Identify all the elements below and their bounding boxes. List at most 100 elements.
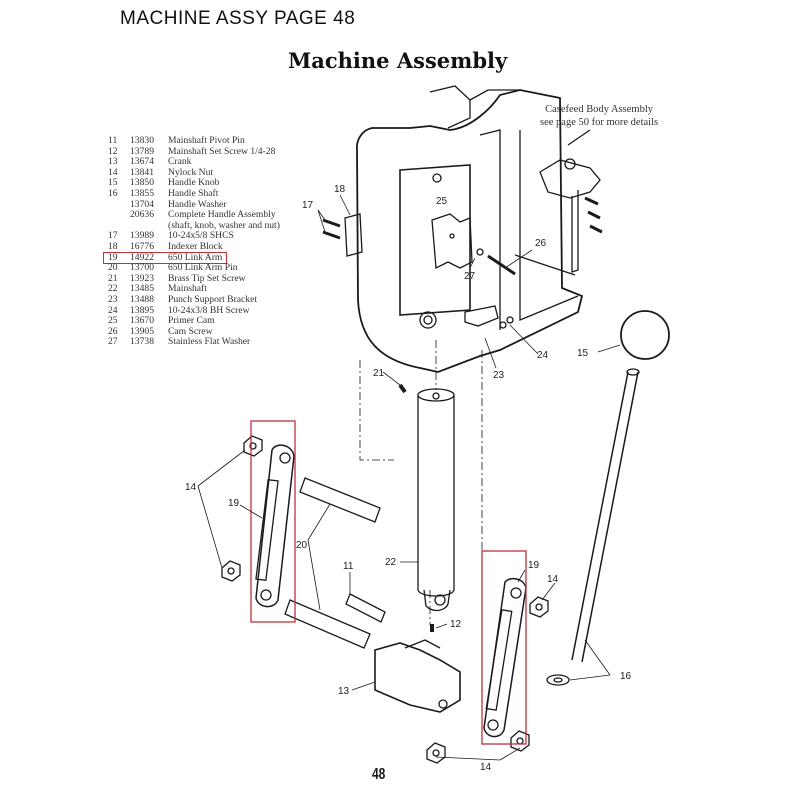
nylock-nuts-right [426,596,549,764]
part-description: (shaft, knob, washer and nut) [168,219,280,231]
link-arm-pins [284,477,381,649]
part-description: Brass Tip Set Screw [168,272,246,284]
part-number: 13704 [130,198,154,210]
part-number: 13855 [130,187,154,199]
part-number: 13674 [130,156,154,168]
highlight-box-left [250,420,296,623]
parts-row: 27 13738 Stainless Flat Washer [108,337,280,348]
callout-22: 22 [385,557,397,568]
part-number: 16776 [130,240,154,252]
parts-row: 22 13485 Mainshaft [108,284,280,295]
part-description: Mainshaft [168,283,207,295]
parts-row: 18 16776 Indexer Block [108,240,280,253]
part-number: 13485 [130,283,154,295]
part-description: 650 Link Arm [168,251,223,263]
callout-26: 26 [535,238,547,249]
part-description: Complete Handle Assembly [168,209,276,221]
part-number: 13905 [130,325,154,337]
part-number: 20636 [130,209,154,221]
part-description: 10-24x3/8 BH Screw [168,304,250,316]
callout-20: 20 [296,540,308,551]
indexer-block [322,213,363,257]
link-arm-left [255,444,295,608]
callout-labels: 11 12 13 14 14 14 15 16 17 18 19 19 20 2… [185,184,632,773]
cam-screw [476,248,516,276]
callout-19-left: 19 [228,498,240,509]
callout-23: 23 [493,370,505,381]
link-arm-right [483,577,527,738]
part-number: 13738 [130,336,154,348]
part-number: 13488 [130,293,154,305]
part-number: 13670 [130,315,154,327]
crank [374,639,461,713]
parts-row: 12 13789 Mainshaft Set Screw 1/4-28 [108,145,280,158]
handle-assembly [546,310,670,686]
page-number: 48 [372,766,386,783]
machine-body [356,85,584,373]
primer-cam [431,213,473,270]
part-ref: 19 [108,251,118,263]
part-number: 13923 [130,272,154,284]
casefeed-body [539,129,603,273]
callout-24: 24 [537,350,549,361]
part-ref: 27 [108,336,118,348]
part-description: Indexer Block [168,240,223,252]
part-description: Handle Shaft [168,187,219,199]
part-description: Mainshaft Pivot Pin [168,135,245,146]
centerlines [359,340,483,625]
part-ref: 18 [108,240,118,252]
callout-25: 25 [436,196,448,207]
part-description: Punch Support Bracket [168,293,257,305]
part-number: 13700 [130,262,154,274]
page-title: Machine Assembly [288,48,508,73]
part-description: Nylock Nut [168,166,214,178]
part-description: Stainless Flat Washer [168,336,251,348]
part-description: 10-24x5/8 SHCS [168,230,234,242]
callout-21: 21 [373,368,385,379]
leader-lines [197,194,621,761]
callout-11: 11 [343,561,354,572]
callout-19-right: 19 [528,560,540,571]
part-ref: 16 [108,187,118,199]
highlight-box-right [481,550,527,745]
part-description: Crank [168,156,192,168]
callout-14-right: 14 [547,574,559,585]
note-line-1: Casefeed Body Assembly [545,104,653,115]
part-ref: 12 [108,145,118,157]
mainshaft-pivot-pin [345,593,386,623]
part-ref: 15 [108,177,118,189]
brass-tip-set-screw [398,383,407,394]
part-ref: 14 [108,166,118,178]
callout-27: 27 [464,271,476,282]
part-number: 13789 [130,145,154,157]
part-description: Mainshaft Set Screw 1/4-28 [168,145,276,157]
part-number: 13895 [130,304,154,316]
part-number: 13841 [130,166,154,178]
part-description: 650 Link Arm Pin [168,262,238,274]
callout-12: 12 [450,619,462,630]
callout-16: 16 [620,671,632,682]
page-header: MACHINE ASSY PAGE 48 [120,8,356,29]
callout-15: 15 [577,348,589,359]
part-ref: 13 [108,156,118,168]
part-ref: 25 [108,315,118,327]
part-ref: 22 [108,283,118,295]
part-ref: 11 [108,135,118,146]
part-ref: 17 [108,230,118,242]
part-description: Handle Knob [168,177,220,189]
callout-13: 13 [338,686,350,697]
parts-row: 14 13841 Nylock Nut [108,166,280,179]
parts-row: 16 13855 Handle Shaft [108,187,280,200]
casefeed-note: Casefeed Body Assembly see page 50 for m… [540,104,658,129]
callout-18: 18 [334,184,346,195]
